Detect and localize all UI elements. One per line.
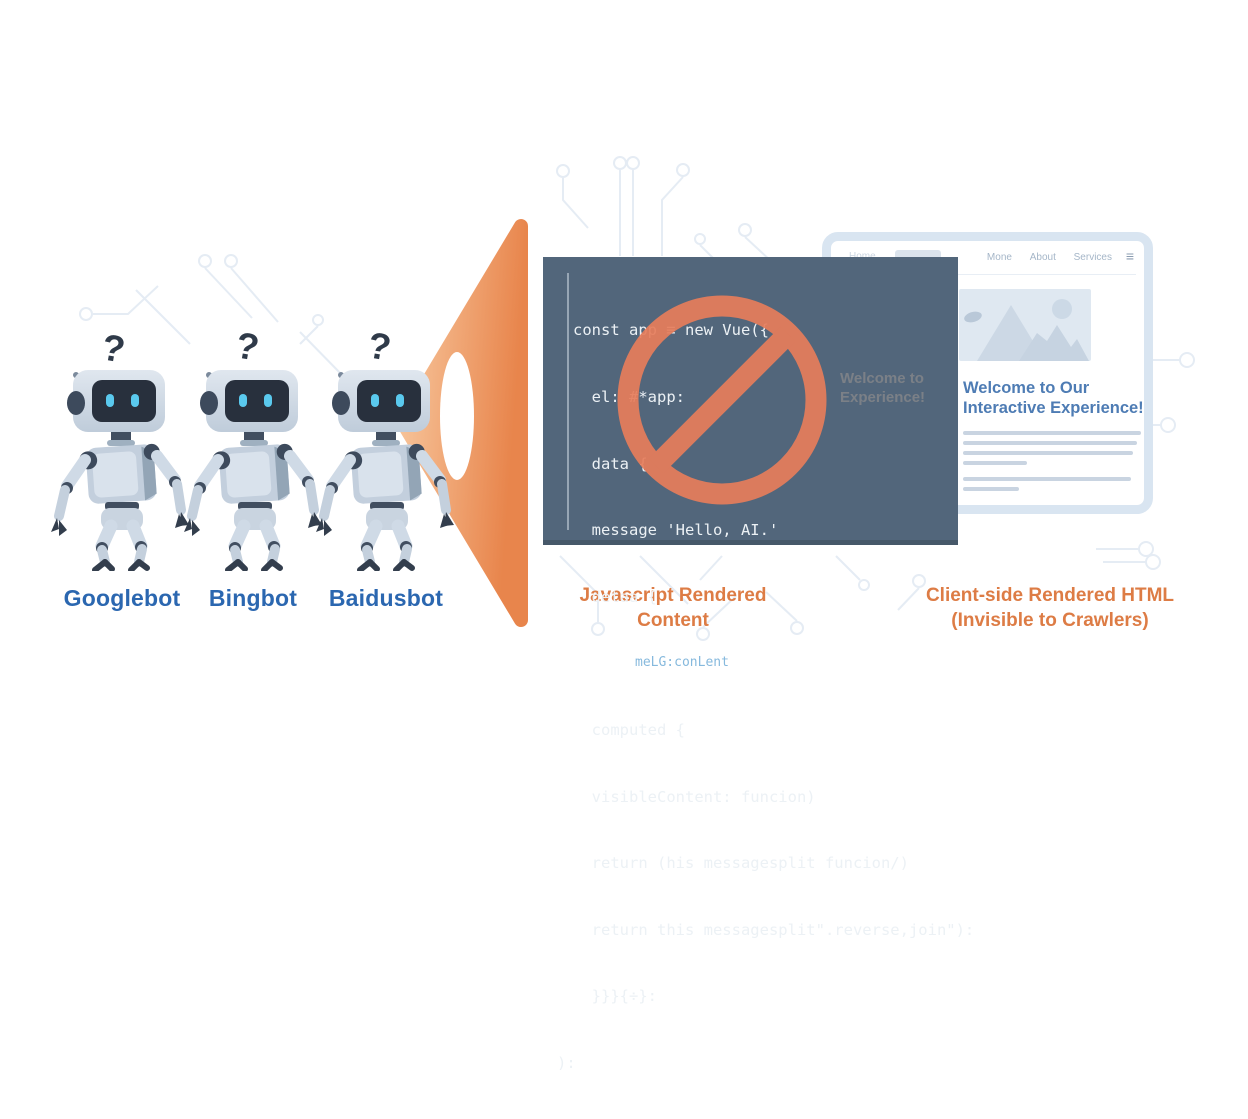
text-skeleton-line: [963, 451, 1133, 455]
ghost-heading-behind-panel: Welcome to Experience!: [840, 370, 926, 406]
googlebot-robot-illustration: [47, 356, 197, 571]
text-skeleton-line: [963, 431, 1141, 435]
prohibition-icon: [617, 295, 827, 505]
text-skeleton-line: [963, 441, 1137, 445]
code-gutter-rule: [567, 273, 569, 530]
nav-link-services: Services: [1073, 252, 1112, 263]
hero-image-placeholder: [959, 289, 1091, 361]
page-heading: Welcome to Our Interactive Experience!: [963, 379, 1144, 417]
bot-label-googlebot: Googlebot: [63, 585, 181, 611]
code-line: }}}{÷}:: [573, 987, 657, 1006]
bot-label-bingbot: Bingbot: [208, 585, 298, 611]
code-panel: const app ≡ new Vue({ el: #*app: data { …: [543, 257, 974, 1072]
code-line: detaa {: [573, 587, 657, 606]
code-line: visibleContent: funcion): [573, 787, 816, 806]
caption-client-side-rendered-html: Client-side Rendered HTML (Invisible to …: [925, 585, 1175, 631]
code-line: message 'Hello, AI.': [573, 521, 779, 540]
text-skeleton-line: [963, 461, 1027, 465]
browser-nav-links: Mone About Services: [972, 252, 1112, 263]
circuit-background-decoration: [79, 156, 1195, 641]
browser-nav-brand: Home: [849, 251, 876, 262]
nav-link-home: Mone: [986, 252, 1012, 263]
code-line: return (his messagesplit funcion/): [573, 854, 909, 873]
funnel-hole: [440, 352, 474, 480]
hamburger-menu-icon: ≡: [1125, 248, 1134, 264]
bingbot-robot-illustration: [180, 356, 330, 571]
code-line: computed {: [573, 720, 685, 739]
code-line: ):: [557, 1053, 576, 1072]
bot-label-baidusbot: Baidusbot: [328, 585, 444, 611]
baidusbot-robot-illustration: [312, 356, 462, 571]
text-skeleton-line: [963, 487, 1019, 491]
nav-divider: [839, 274, 1136, 275]
code-line: meLG:conLent: [635, 655, 729, 671]
code-line: el: #*app:: [573, 388, 685, 406]
code-line: return this messagesplit".reverse,join")…: [573, 920, 975, 939]
mountains-and-sun-icon: [964, 299, 1089, 361]
funnel-beam-shape: [396, 219, 528, 627]
caption-javascript-rendered-content: Javascript Rendered Content: [579, 585, 767, 631]
text-skeleton-line: [963, 477, 1131, 481]
nav-link-about: About: [1029, 252, 1056, 263]
